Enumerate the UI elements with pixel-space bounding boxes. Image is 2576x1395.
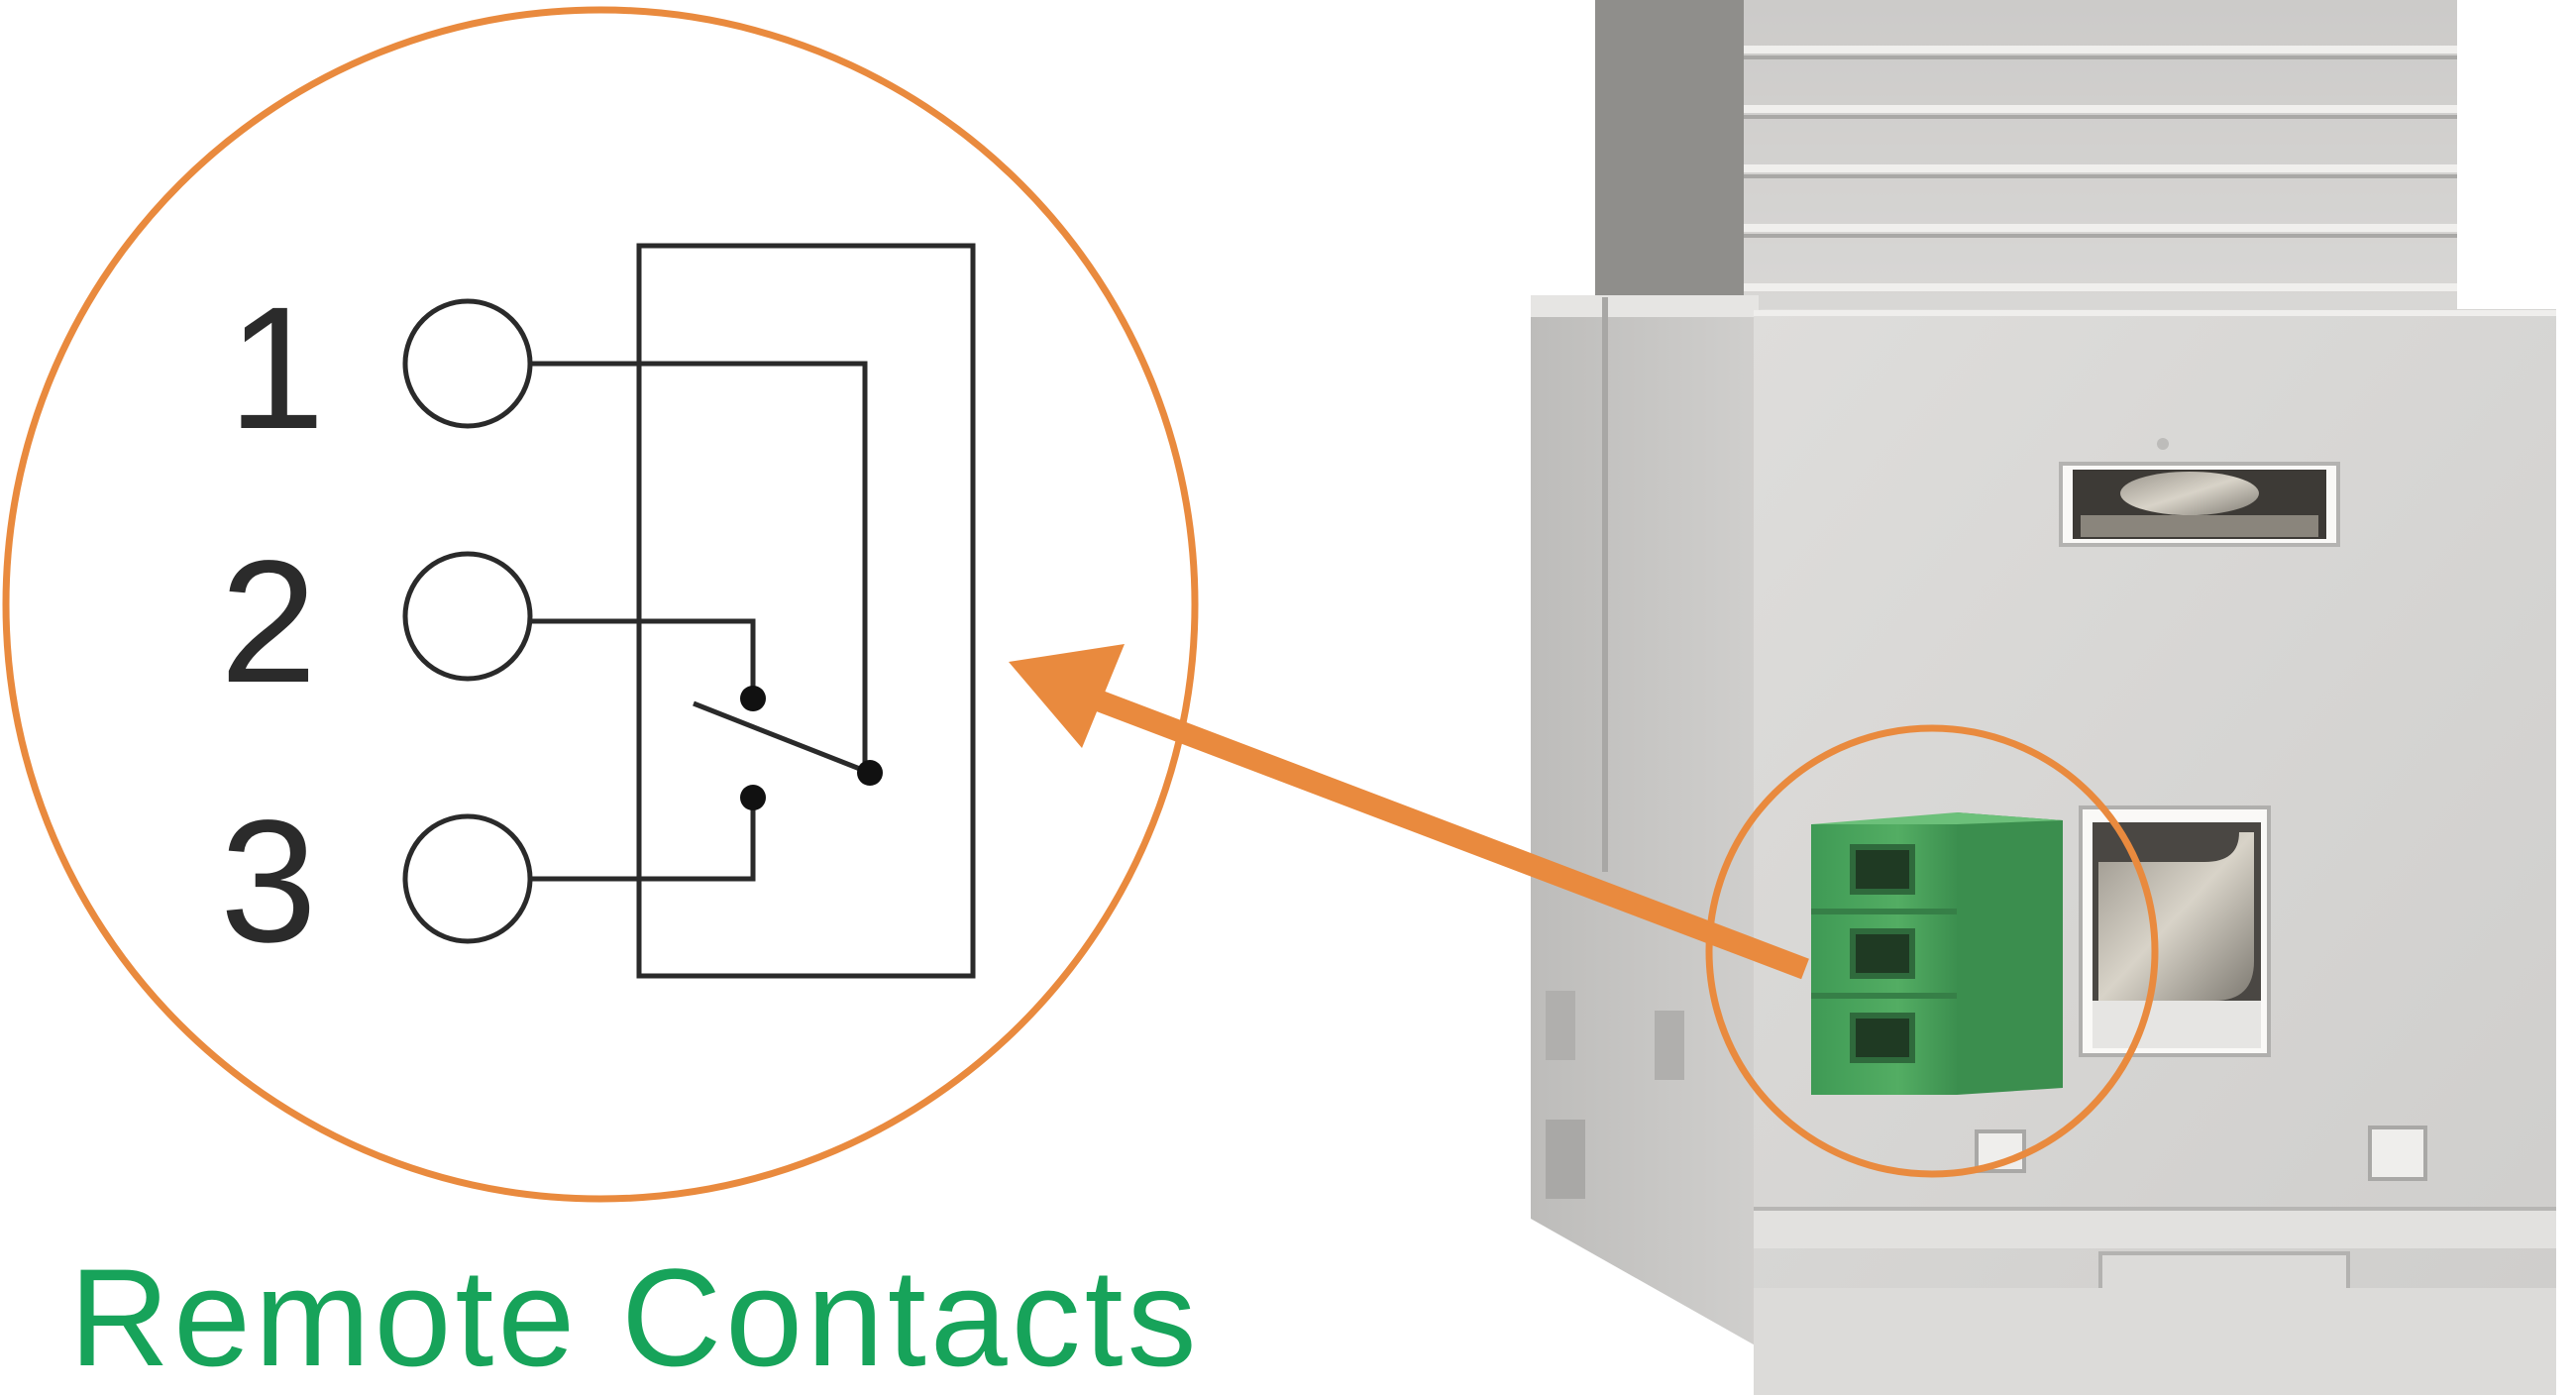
terminal-slot-3: [1850, 1013, 1915, 1063]
device-upper-body: [1595, 0, 2457, 317]
wire-terminal-2: [530, 618, 756, 698]
terminal-slot-1: [1850, 844, 1915, 895]
contact-dot-nc: [740, 686, 766, 711]
contact-dot-common: [857, 760, 883, 786]
terminal-3-label: 3: [220, 785, 317, 979]
wire-terminal-3: [530, 798, 756, 882]
wire-terminal-1: [530, 361, 868, 771]
arrow-icon: [1009, 644, 1809, 980]
relay-housing-box: [636, 243, 976, 979]
remote-contacts-caption: Remote Contacts: [69, 1239, 1201, 1395]
remote-contact-terminal-block: [1811, 812, 2063, 1095]
terminal-2-circle: [402, 551, 533, 682]
device-front-face: [1754, 309, 2556, 1395]
spd-device: [1531, 0, 2556, 1395]
terminal-slot-2: [1850, 928, 1915, 979]
terminal-clamp: [2098, 832, 2254, 1001]
terminal-2-label: 2: [220, 525, 317, 719]
terminal-1-label: 1: [228, 271, 325, 466]
relay-switch-symbol: [693, 700, 871, 776]
contact-dot-no: [740, 785, 766, 810]
relay-switch-schematic: [402, 243, 976, 979]
screw-head-icon: [2120, 472, 2259, 515]
device-side-face: [1531, 295, 1759, 1347]
zoom-callout-circle: [2, 6, 1199, 1203]
small-callout-ring: [1705, 724, 2159, 1178]
